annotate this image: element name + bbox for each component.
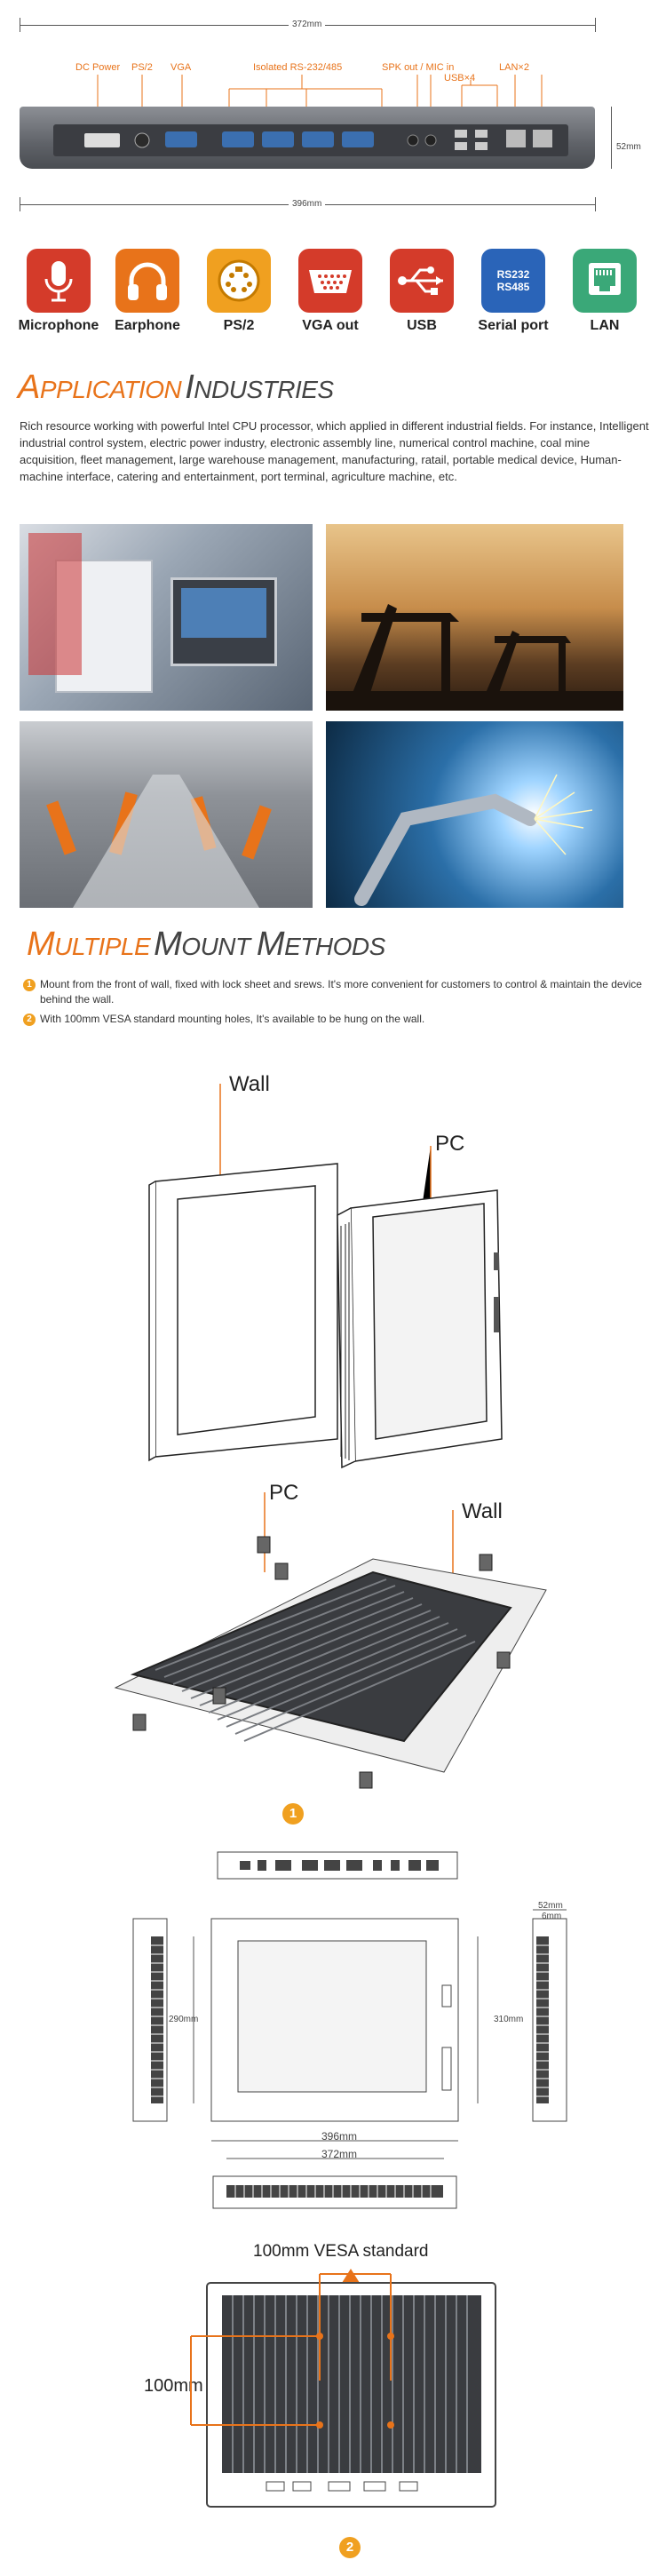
mount-text-2: With 100mm VESA standard mounting holes,… [40, 1013, 425, 1025]
dim-396: 396mm [321, 2130, 358, 2143]
wall-label-2: Wall [462, 1499, 503, 1523]
vesa-side-label: 100mm [144, 2376, 203, 2396]
photo-assembly-line [20, 721, 313, 908]
height-52-label: 52mm [616, 142, 641, 152]
icon-vga [298, 249, 362, 313]
vesa-back-drawing [190, 2269, 496, 2508]
dim-372: 372mm [321, 2148, 358, 2160]
dim-310: 310mm [494, 2015, 524, 2024]
step-2-badge: 2 [339, 2537, 361, 2558]
port-leader-lines [97, 75, 543, 111]
application-heading: APPLICATION INDUSTRIES [18, 369, 334, 406]
exploded-mount-drawing [114, 1492, 547, 1789]
mount-text-1: Mount from the front of wall, fixed with… [40, 978, 642, 1006]
icon-label-serial: Serial port [478, 318, 549, 333]
lan-port-icon [589, 263, 621, 295]
port-label-dc: DC Power [75, 62, 121, 73]
ps2-port-icon [218, 259, 260, 302]
port-label-serial: Isolated RS-232/485 [253, 62, 343, 73]
icon-label-microphone: Microphone [18, 318, 99, 333]
width-372-label: 372mm [289, 20, 326, 29]
earphone-icon [128, 262, 167, 300]
photo-cnc-machine [20, 524, 313, 711]
port-label-usb: USB×4 [444, 73, 476, 83]
application-text: Rich resource working with powerful Inte… [20, 419, 649, 483]
ports-section: 372mm DC Power PS/2 VGA Isolated RS-232/… [0, 0, 666, 231]
icon-usb [390, 249, 454, 313]
photo-welding-robot [326, 721, 623, 908]
serial-icon-text: RS232 RS485 [496, 268, 530, 293]
photo-oil-pumps [326, 524, 623, 711]
vga-port-icon [309, 270, 352, 293]
port-label-vga: VGA [170, 62, 192, 73]
port-label-ps2: PS/2 [131, 62, 153, 73]
icon-microphone [27, 249, 91, 313]
mount-heading: MULTIPLE MOUNT METHODS [27, 926, 385, 963]
port-shapes [84, 130, 552, 150]
mount-bullet-1: 1 [23, 979, 36, 991]
icon-earphone [115, 249, 179, 313]
width-396-label: 396mm [289, 199, 326, 209]
icon-label-vga: VGA out [302, 318, 359, 333]
pc-label-1: PC [435, 1132, 465, 1156]
icon-ps2 [207, 249, 271, 313]
wall-label-1: Wall [229, 1072, 270, 1096]
icon-label-ps2: PS/2 [223, 318, 255, 333]
icon-label-usb: USB [407, 318, 437, 333]
dim-6: 6mm [542, 1912, 562, 1921]
icon-label-lan: LAN [590, 318, 620, 333]
icon-label-earphone: Earphone [115, 318, 180, 333]
pc-label-2: PC [269, 1481, 299, 1505]
port-label-spk: SPK out / MIC in [382, 62, 455, 73]
step-1-badge: 1 [282, 1803, 304, 1825]
icon-lan [573, 249, 637, 313]
dimension-drawing [132, 1851, 567, 2209]
dim-52: 52mm [538, 1901, 563, 1911]
icon-serial: RS232 RS485 [481, 249, 545, 313]
microphone-icon [44, 261, 73, 302]
port-label-lan: LAN×2 [499, 62, 529, 73]
usb-icon [398, 266, 443, 295]
wall-pc-drawing [148, 1084, 503, 1469]
mount-bullet-2: 2 [23, 1014, 36, 1026]
vesa-title: 100mm VESA standard [253, 2242, 429, 2261]
dim-290: 290mm [169, 2015, 199, 2024]
